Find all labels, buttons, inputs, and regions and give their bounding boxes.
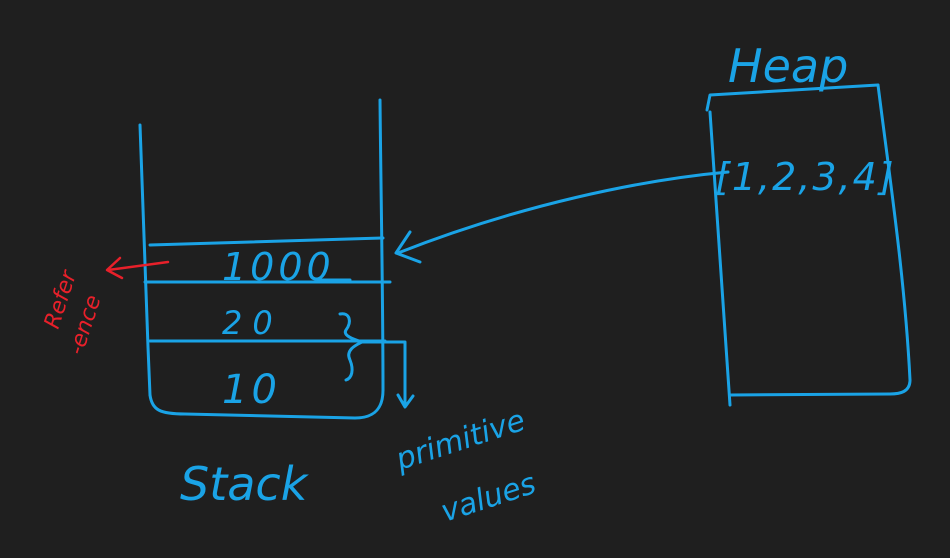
heap-left-wall bbox=[708, 110, 732, 407]
heap-title: Heap bbox=[728, 39, 848, 93]
stack-primitive-value-10: 10 bbox=[222, 367, 281, 413]
stack-title: Stack bbox=[180, 457, 310, 511]
heap-array-value: [1,2,3,4] bbox=[715, 155, 896, 199]
heap-container bbox=[705, 83, 912, 407]
stack-reference-value: 1000 bbox=[222, 245, 335, 289]
reference-arrow bbox=[105, 256, 170, 280]
heap-top bbox=[705, 83, 880, 112]
stack-right-wall bbox=[378, 98, 385, 392]
stack-container bbox=[138, 98, 392, 420]
stack-bottom bbox=[148, 388, 385, 420]
stack-divider-top bbox=[148, 236, 385, 247]
stack-left-wall bbox=[138, 123, 152, 397]
heap-to-stack-arrow bbox=[394, 170, 730, 264]
heap-bottom bbox=[728, 392, 892, 397]
heap-right-wall bbox=[876, 83, 912, 396]
primitive-values-arrow bbox=[360, 340, 415, 409]
stack-primitive-value-20: 20 bbox=[222, 304, 283, 342]
